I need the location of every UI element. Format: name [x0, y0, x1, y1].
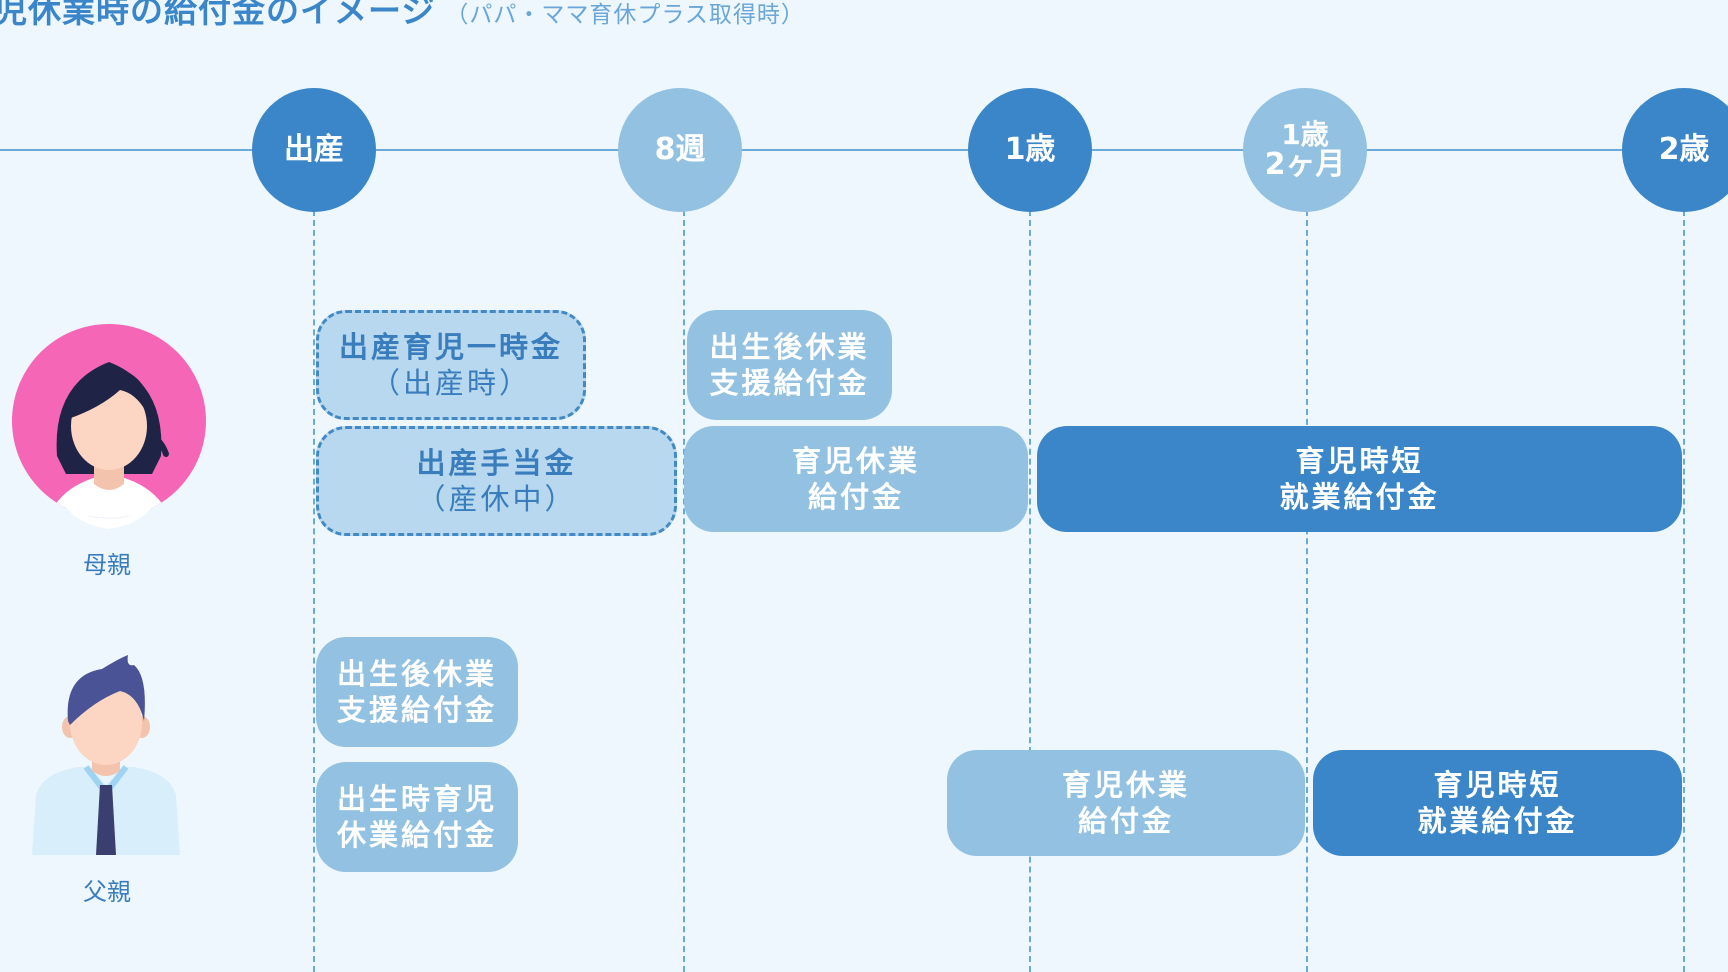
title-sub: （パパ・ママ育休プラス取得時）	[445, 2, 805, 28]
mother-childbirth-lumpsum-box: 出産育児一時金 （出産時）	[316, 310, 586, 420]
milestone-8weeks: 8週	[618, 88, 742, 212]
guide-line-8weeks	[683, 210, 685, 972]
mother-label: 母親	[83, 551, 131, 579]
father-childcare-leave-benefit-box: 育児休業 給付金	[947, 750, 1305, 856]
milestone-birth: 出産	[252, 88, 376, 212]
mother-childcare-leave-benefit-box: 育児休業 給付金	[684, 426, 1028, 532]
title-main: 児休業時の給付金のイメージ	[0, 0, 436, 30]
woman-avatar-icon	[12, 324, 206, 529]
father-postbirth-support-box: 出生後休業 支援給付金	[316, 637, 518, 747]
father-shortwork-benefit-box: 育児時短 就業給付金	[1313, 750, 1682, 856]
page-title: 児休業時の給付金のイメージ （パパ・ママ育休プラス取得時）	[0, 0, 805, 32]
guide-line-1year-2months	[1306, 210, 1308, 972]
milestone-1year-2months: 1歳 2ヶ月	[1243, 88, 1367, 212]
mother-maternity-allowance-box: 出産手当金 （産休中）	[316, 426, 677, 536]
milestone-1year: 1歳	[968, 88, 1092, 212]
mother-postbirth-support-box: 出生後休業 支援給付金	[687, 310, 892, 420]
man-avatar-icon	[32, 655, 180, 855]
guide-line-birth	[313, 210, 315, 972]
mother-shortwork-benefit-box: 育児時短 就業給付金	[1037, 426, 1682, 532]
guide-line-2years	[1683, 210, 1685, 972]
guide-line-1year	[1029, 210, 1031, 972]
father-birth-childcare-leave-box: 出生時育児 休業給付金	[316, 762, 518, 872]
mother-avatar	[12, 324, 206, 538]
father-avatar	[30, 655, 182, 859]
father-label: 父親	[83, 878, 131, 906]
timeline-axis	[0, 149, 1728, 151]
milestone-2years: 2歳	[1622, 88, 1728, 212]
